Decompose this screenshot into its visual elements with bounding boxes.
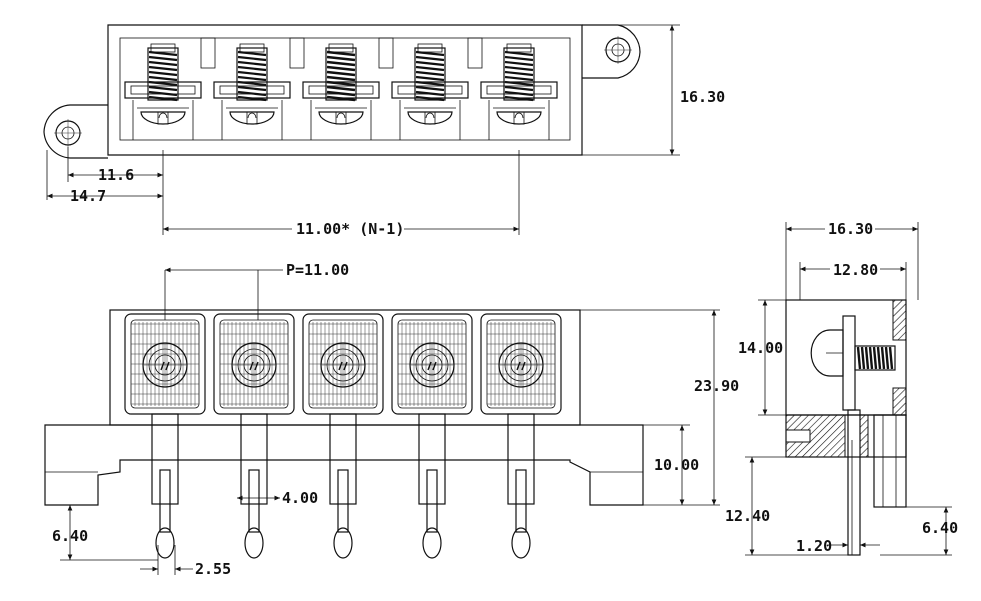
front-pin-length-dim: 6.40: [52, 527, 88, 545]
top-terminal-screw: [480, 43, 558, 140]
side-pin-length-dim: 12.40: [725, 507, 770, 525]
side-width-dim: 16.30: [828, 220, 873, 238]
front-terminal: [302, 313, 384, 559]
side-right-pin-dim: 6.40: [922, 519, 958, 537]
top-dim-b: 14.7: [70, 187, 106, 205]
front-pitch-dim: P=11.00: [286, 261, 349, 279]
top-terminal-screw: [391, 43, 469, 140]
front-total-height-dim: 23.90: [694, 377, 739, 395]
side-view: 16.30 12.80 14.00 12.40 1.20 6.40: [725, 219, 958, 556]
side-head-height-dim: 14.00: [738, 339, 783, 357]
top-terminal-screw: [302, 43, 380, 140]
front-terminal: [213, 313, 295, 559]
front-base-height-dim: 10.00: [654, 456, 699, 474]
side-inner-width-dim: 12.80: [833, 261, 878, 279]
side-pin-thickness-dim: 1.20: [796, 537, 832, 555]
front-terminal: [124, 313, 206, 559]
top-dim-a: 11.6: [98, 166, 134, 184]
front-pin-width-dim: 2.55: [195, 560, 231, 578]
front-terminal: [391, 313, 473, 559]
top-terminal-screw: [213, 43, 291, 140]
top-view: 16.30 11.6 14.7 11.00* (N-1): [43, 24, 725, 239]
front-view: P=11.00 23.90 10.00 4.00 6.40 2.55: [44, 261, 739, 578]
top-terminal-screw: [124, 43, 202, 140]
front-pin-offset-dim: 4.00: [282, 489, 318, 507]
front-terminal: [480, 313, 562, 559]
top-height-dim: 16.30: [680, 88, 725, 106]
top-span-dim: 11.00* (N-1): [296, 220, 404, 238]
